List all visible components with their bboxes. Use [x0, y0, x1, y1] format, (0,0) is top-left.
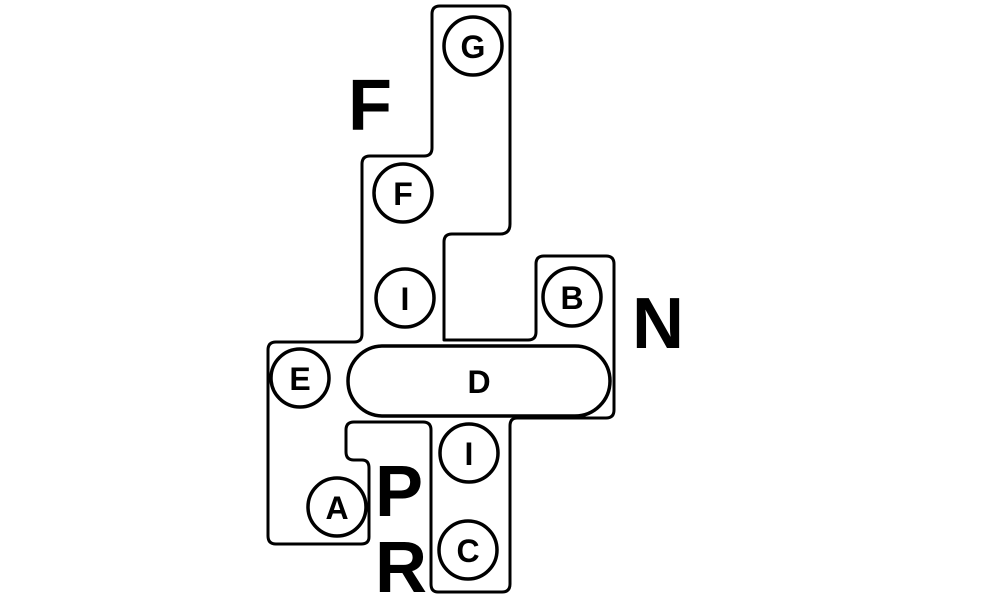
point-i-lower: I: [438, 422, 500, 484]
label-i-upper: I: [401, 281, 410, 317]
upper-gate-outline: [266, 4, 616, 594]
label-e: E: [289, 361, 310, 397]
zone-label-r: R: [375, 528, 427, 606]
label-d: D: [467, 364, 490, 400]
zone-label-p: P: [375, 452, 423, 532]
zone-label-f: F: [348, 66, 392, 146]
point-a: A: [306, 476, 368, 538]
point-e: E: [269, 347, 331, 409]
zone-label-n: N: [632, 284, 684, 364]
label-c: C: [456, 533, 479, 569]
point-b: B: [541, 266, 603, 328]
slot-d: [346, 344, 612, 418]
label-a: A: [325, 490, 348, 526]
point-c: C: [437, 519, 499, 581]
point-g: G: [442, 15, 504, 77]
label-i-lower: I: [465, 436, 474, 472]
point-f: F: [372, 162, 434, 224]
label-b: B: [560, 280, 583, 316]
label-f: F: [393, 176, 413, 212]
point-i-upper: I: [374, 267, 436, 329]
label-g: G: [461, 29, 486, 65]
